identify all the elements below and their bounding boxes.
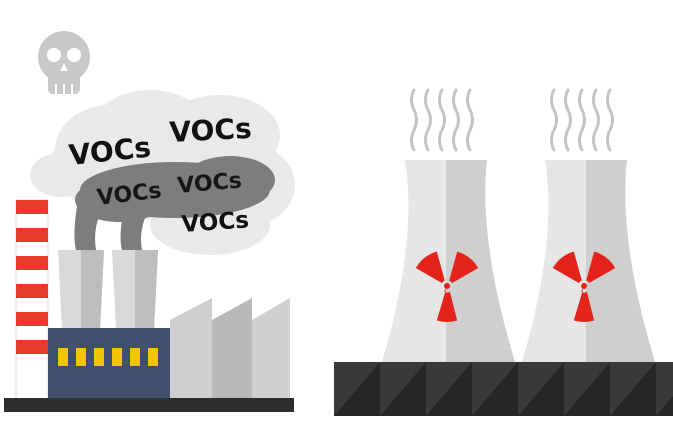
radiation-icon (415, 251, 479, 322)
sawtooth-buildings (170, 298, 290, 400)
voc-label-5: VOCs (181, 207, 250, 238)
cooling-tower-2 (522, 160, 655, 362)
cooling-tower-1 (382, 160, 515, 362)
voc-label-2: VOCs (169, 112, 253, 149)
power-plant-base (334, 362, 673, 416)
factory-chimneys (58, 250, 158, 330)
radiation-icon (552, 251, 616, 322)
smoke-cloud-dark (74, 156, 275, 250)
skull-icon (38, 31, 90, 94)
factory-ground (4, 398, 294, 412)
striped-smokestack (15, 199, 49, 411)
steam-lines (410, 88, 614, 152)
factory-building (48, 328, 170, 400)
voc-label-4: VOCs (176, 168, 243, 199)
